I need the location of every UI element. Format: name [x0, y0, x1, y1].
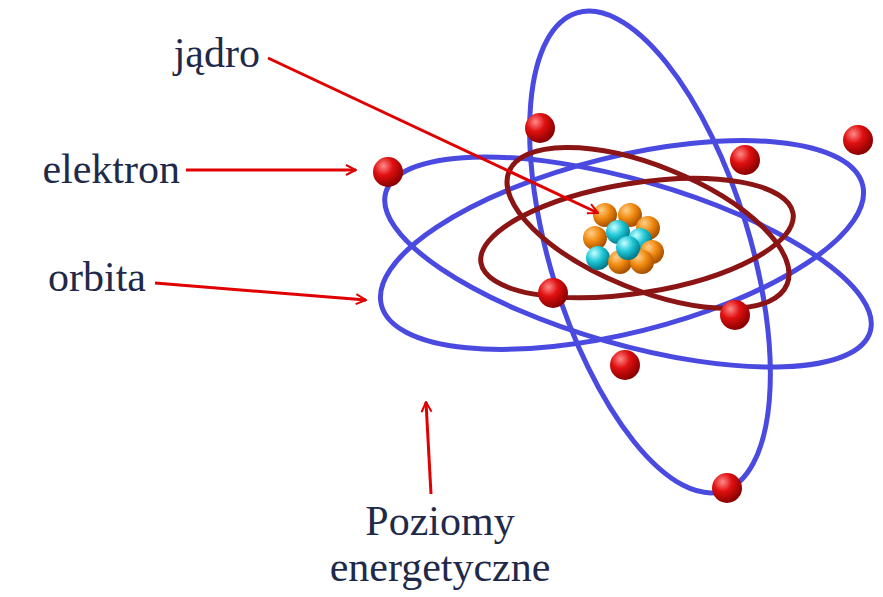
part-label: elektron — [42, 146, 180, 192]
electron-sphere — [373, 113, 873, 503]
part-label: jądro — [174, 30, 260, 76]
nucleus — [583, 203, 664, 274]
leader-line — [155, 58, 598, 494]
part-label: Poziomy energetyczne — [305, 498, 575, 590]
orbit — [360, 0, 883, 520]
inner-orbit — [472, 114, 810, 341]
part-label: orbita — [48, 254, 146, 300]
